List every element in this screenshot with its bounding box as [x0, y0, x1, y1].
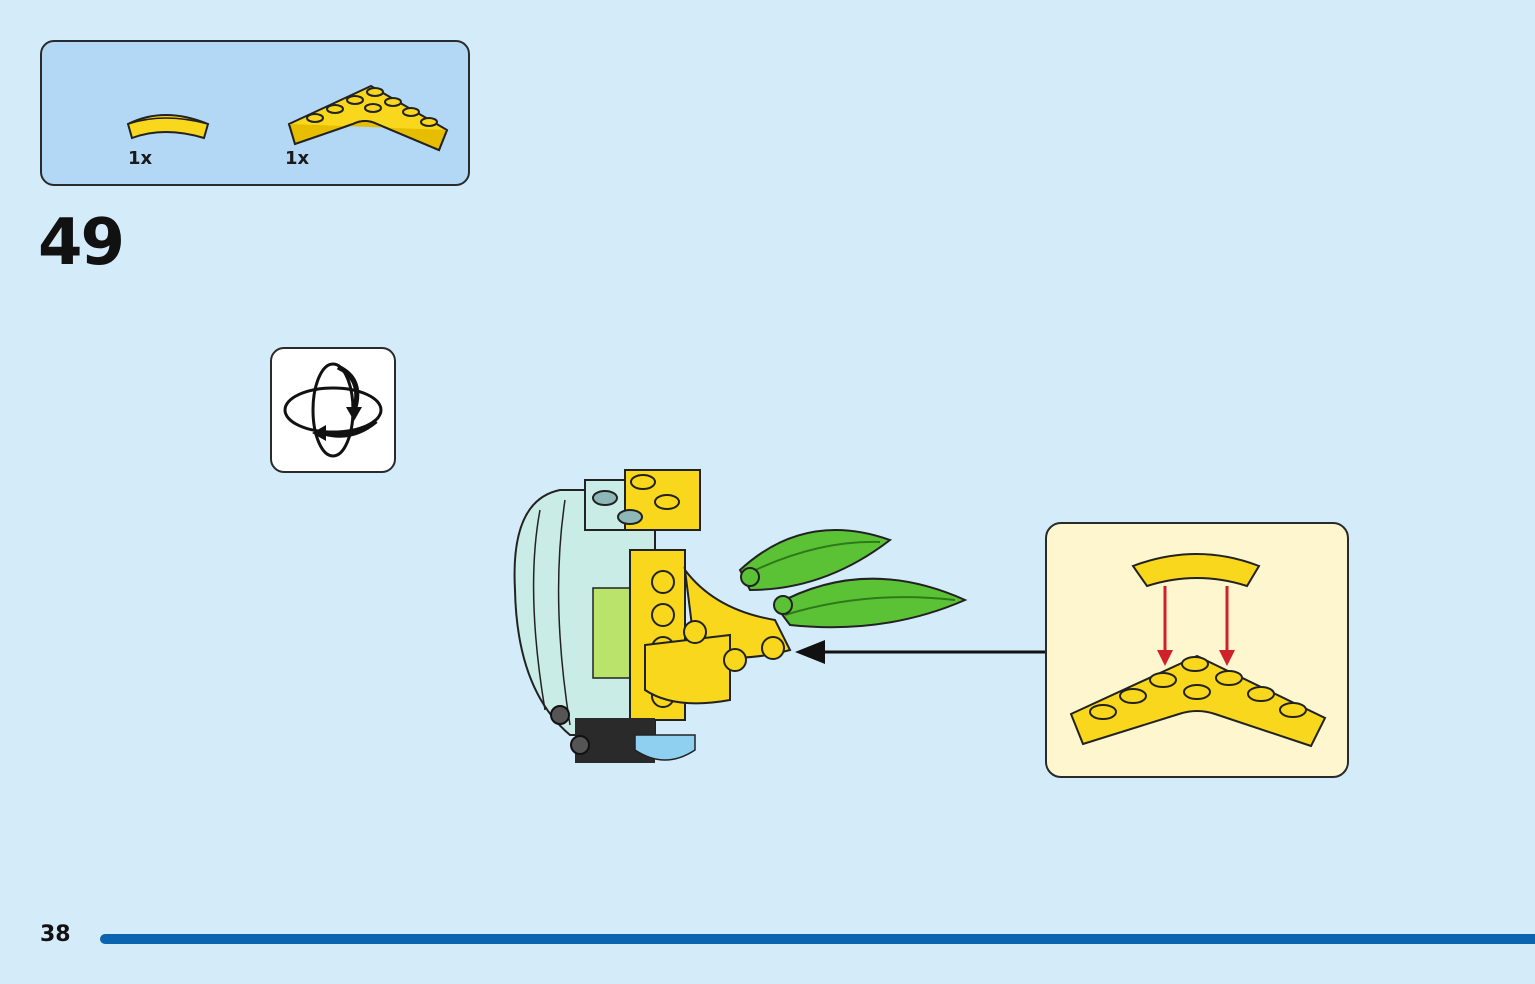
- rotate-model-icon: [283, 362, 383, 458]
- rotate-hint-box: [270, 347, 396, 473]
- callout-connector: [795, 640, 1047, 672]
- progress-bar: [100, 934, 1535, 944]
- page-number: 38: [40, 922, 71, 947]
- subassembly-callout: [1045, 522, 1349, 778]
- parts-list-box: 1x 1x: [40, 40, 470, 186]
- step-number: 49: [38, 206, 125, 280]
- curved-tile-icon: [126, 114, 210, 140]
- part-corner-plate: 1x: [285, 78, 451, 169]
- model-illustration: [505, 460, 975, 784]
- part-quantity: 1x: [128, 148, 153, 169]
- subassembly-icon: [1069, 553, 1327, 748]
- part-quantity: 1x: [285, 148, 310, 169]
- part-curved-tile: 1x: [124, 102, 214, 169]
- arrow-left-icon: [795, 640, 1045, 664]
- parrot-model-icon: [513, 469, 968, 763]
- corner-plate-icon: [287, 84, 449, 152]
